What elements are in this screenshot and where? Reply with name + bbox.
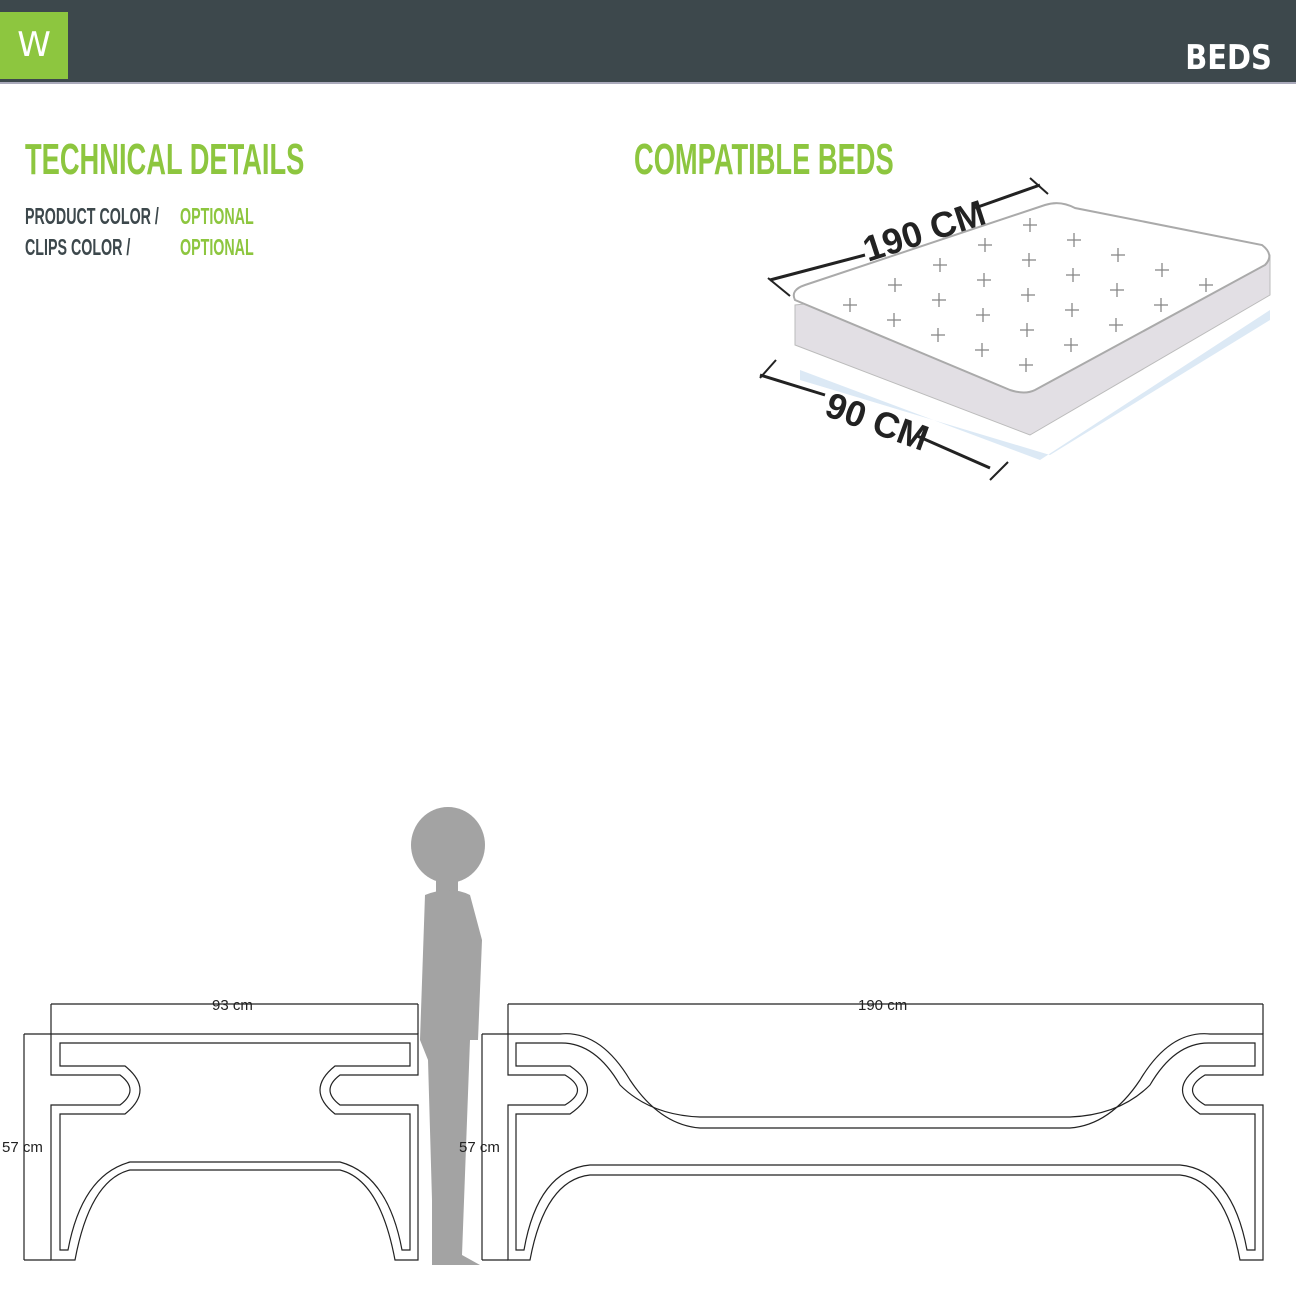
side-height-label: 57 cm: [2, 1139, 43, 1156]
clips-color-value: OPTIONAL: [180, 234, 254, 260]
header-bar: W BEDS: [0, 0, 1296, 84]
technical-details-heading: TECHNICAL DETAILS: [25, 135, 305, 184]
brand-logo[interactable]: W: [0, 12, 68, 79]
person-silhouette: [411, 807, 485, 1265]
product-color-label: PRODUCT COLOR /: [25, 203, 159, 229]
clips-color-label: CLIPS COLOR /: [25, 234, 131, 260]
mattress-width-label: 90 CM: [820, 384, 934, 459]
compatible-beds-heading: COMPATIBLE BEDS: [634, 135, 894, 184]
mattress-illustration: 190 CM 90 CM: [759, 177, 1271, 481]
product-color-value: OPTIONAL: [180, 203, 254, 229]
bed-side-view: [23, 1003, 419, 1261]
front-length-label: 190 cm: [858, 997, 907, 1014]
front-height-label: 57 cm: [459, 1139, 500, 1156]
bed-front-view: [481, 1003, 1264, 1261]
category-title: BEDS: [1185, 38, 1272, 78]
side-width-label: 93 cm: [212, 997, 253, 1014]
